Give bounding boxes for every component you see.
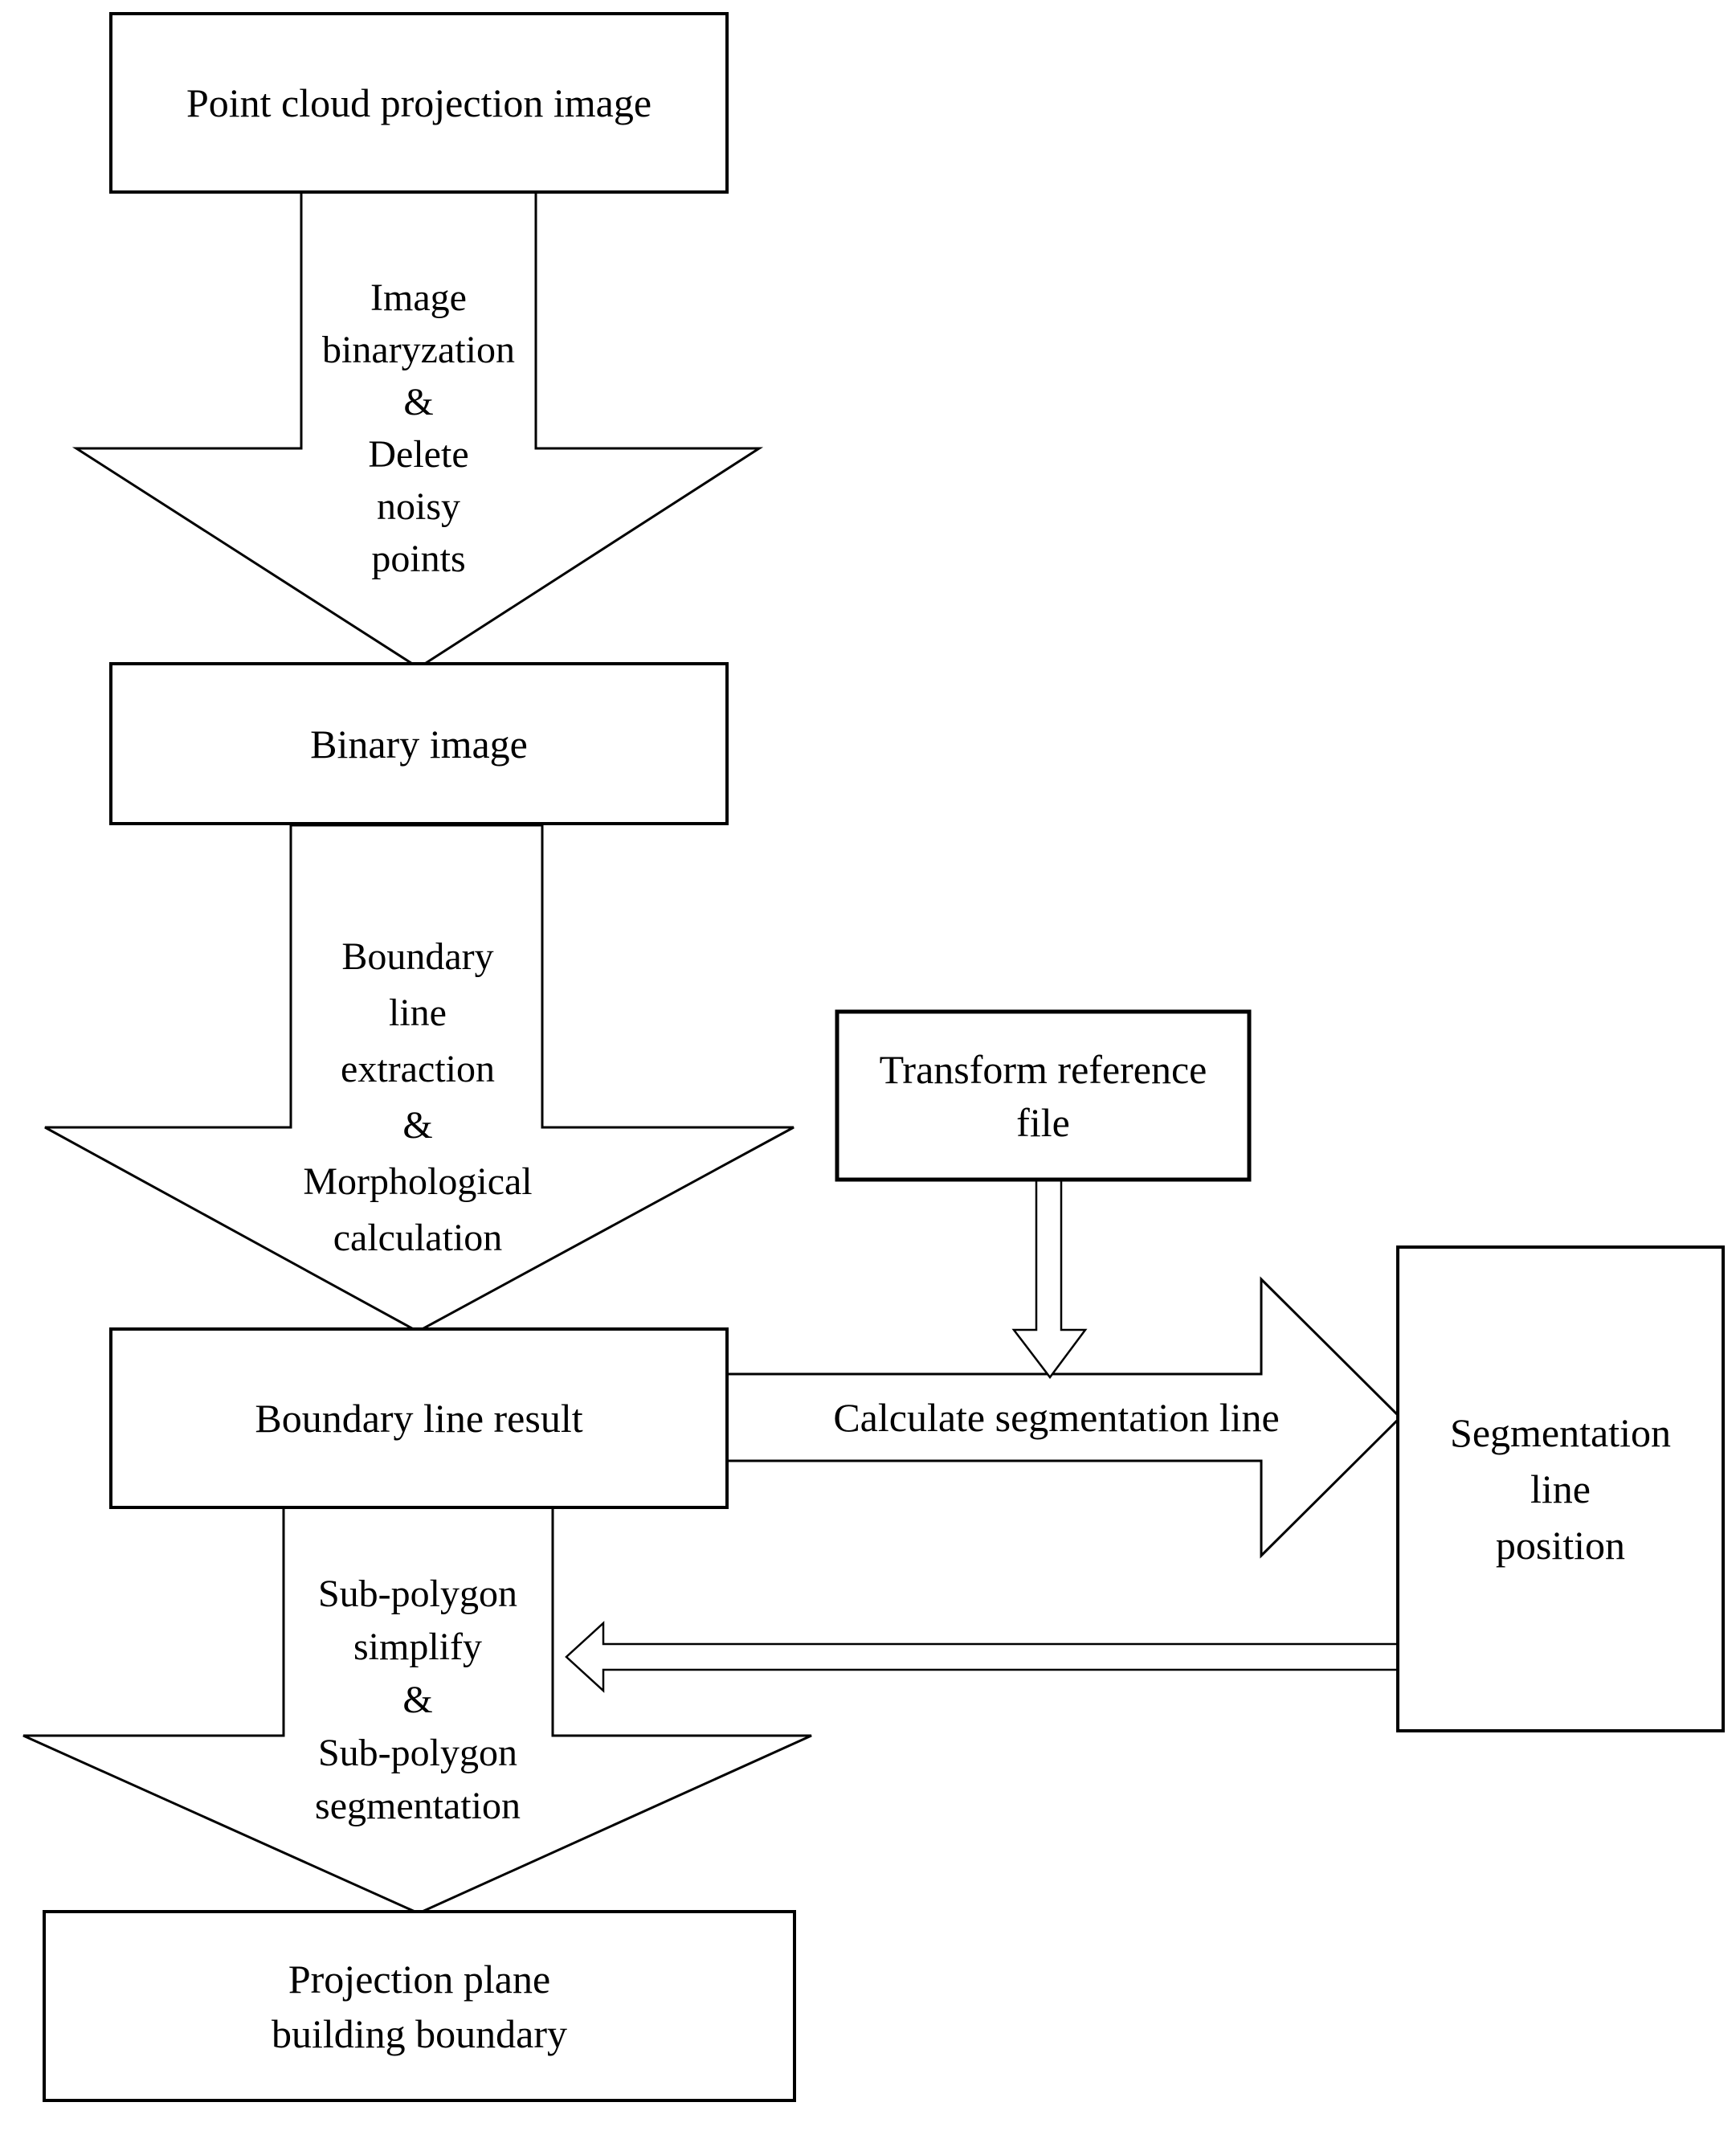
down-arrow-boundary-extraction [44,824,794,1333]
node-boundary-line-result [109,1327,729,1509]
left-arrow-segmentation-position [565,1621,1402,1693]
down-arrow-binaryzation [71,190,764,669]
edge-label-image-binaryzation: Image binaryzation & Delete noisy points [322,276,515,580]
edge-label-boundary-line-extraction: Boundary line extraction & Morphological… [303,935,533,1259]
node-point-cloud-projection-image [109,12,729,194]
right-arrow-calculate-segmentation [724,1276,1403,1559]
node-transform-reference-file [835,1009,1252,1182]
node-binary-image [109,662,729,825]
node-label-projection-plane-building-boundary: Projection plane building boundary [271,1956,568,2056]
node-segmentation-line-position [1396,1245,1725,1732]
node-label-point-cloud-projection-image: Point cloud projection image [186,80,652,125]
node-label-binary-image: Binary image [310,721,528,767]
edge-label-calculate-segmentation-line: Calculate segmentation line [833,1395,1280,1440]
node-label-boundary-line-result: Boundary line result [255,1396,583,1441]
node-projection-plane-building-boundary [43,1910,796,2102]
edge-label-subpolygon-simplify-segmentation: Sub-polygon simplify & Sub-polygon segme… [315,1573,521,1827]
down-arrow-subpolygon [22,1504,812,1915]
down-arrow-transform-reference [1011,1176,1088,1380]
node-label-transform-reference-file: Transform reference file [879,1046,1207,1145]
node-label-segmentation-line-position: Segmentation line position [1450,1410,1671,1568]
